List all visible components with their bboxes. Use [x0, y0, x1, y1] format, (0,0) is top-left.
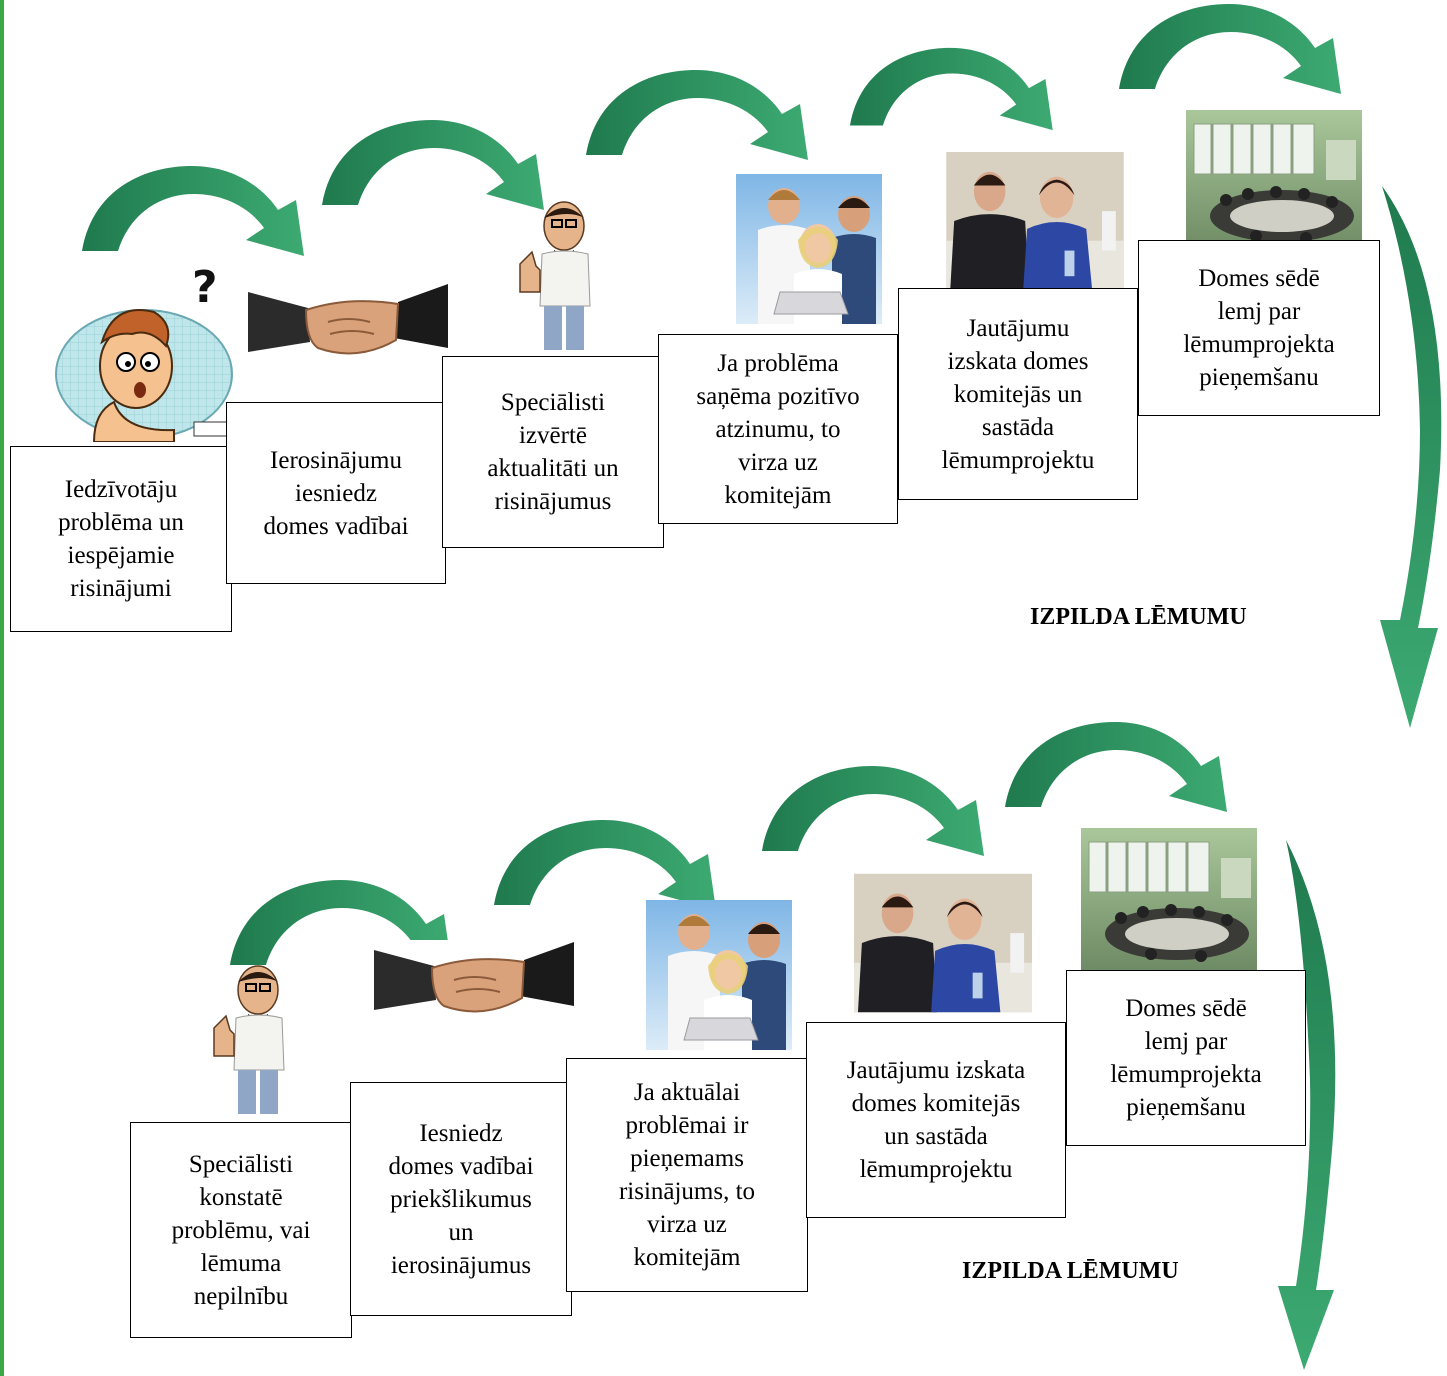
step-text: Ja aktuālai problēmai ir pieņemams risin…: [618, 1079, 756, 1271]
step-text: Speciālisti konstatē problēmu, vai lēmum…: [171, 1150, 311, 1310]
curved-arrow-icon: [1005, 722, 1227, 812]
handshake-icon: [248, 282, 448, 372]
thumbs-up-man-icon: [519, 201, 591, 351]
down-arrow-icon: [1380, 186, 1442, 728]
curved-arrow-icon: [82, 166, 304, 256]
step-box: Ja problēma saņēma pozitīvo atzinumu, to…: [658, 334, 898, 524]
step-box: Iedzīvotāju problēma un iespējamie risin…: [10, 446, 232, 632]
question-cartoon-icon: [55, 262, 233, 442]
step-box: Speciālisti izvērtē aktualitāti un risin…: [442, 356, 664, 548]
step-text: Ierosinājumu iesniedz domes vadībai: [263, 446, 409, 540]
committee-photo-icon: [946, 152, 1124, 290]
step-box: Ja aktuālai problēmai ir pieņemams risin…: [566, 1058, 808, 1292]
step-box: Domes sēdē lemj par lēmumprojekta pieņem…: [1138, 240, 1380, 416]
step-box: Jautājumu izskata domes komitejās un sas…: [806, 1022, 1066, 1218]
step-box: Jautājumu izskata domes komitejās un sas…: [898, 288, 1138, 500]
step-text: Speciālisti izvērtē aktualitāti un risin…: [487, 389, 619, 515]
curved-arrow-icon: [586, 70, 808, 160]
curved-arrow-icon: [1119, 4, 1341, 94]
curved-arrow-icon: [494, 820, 716, 910]
step-text: Ja problēma saņēma pozitīvo atzinumu, to…: [696, 349, 860, 509]
thumbs-up-man-icon: [212, 964, 286, 1116]
committee-photo-icon: [854, 873, 1032, 1013]
step-box: Iesniedz domes vadībai priekšlikumus un …: [350, 1082, 572, 1316]
team-laptop-icon: [646, 900, 792, 1050]
handshake-icon: [374, 940, 574, 1030]
step-text: Iedzīvotāju problēma un iespējamie risin…: [58, 476, 184, 602]
result-label: IZPILDA LĒMUMU: [1030, 604, 1247, 630]
step-text: Domes sēdē lemj par lēmumprojekta pieņem…: [1183, 265, 1335, 391]
curved-arrow-icon: [322, 120, 544, 210]
team-laptop-icon: [736, 174, 882, 324]
curved-arrow-icon: [762, 766, 984, 856]
step-text: Jautājumu izskata domes komitejās un sas…: [846, 1057, 1026, 1183]
council-meeting-icon: [1079, 828, 1259, 972]
step-box: Speciālisti konstatē problēmu, vai lēmum…: [130, 1122, 352, 1338]
step-box: Domes sēdē lemj par lēmumprojekta pieņem…: [1066, 970, 1306, 1146]
step-text: Jautājumu izskata domes komitejās un sas…: [941, 314, 1095, 474]
curved-arrow-icon: [850, 47, 1053, 131]
down-arrow-icon: [1278, 840, 1336, 1370]
step-text: Domes sēdē lemj par lēmumprojekta pieņem…: [1110, 995, 1262, 1121]
step-box: Ierosinājumu iesniedz domes vadībai: [226, 402, 446, 584]
result-label: IZPILDA LĒMUMU: [962, 1258, 1179, 1284]
step-text: Iesniedz domes vadībai priekšlikumus un …: [388, 1119, 534, 1279]
page-border: [0, 0, 4, 1376]
council-meeting-icon: [1186, 110, 1362, 254]
